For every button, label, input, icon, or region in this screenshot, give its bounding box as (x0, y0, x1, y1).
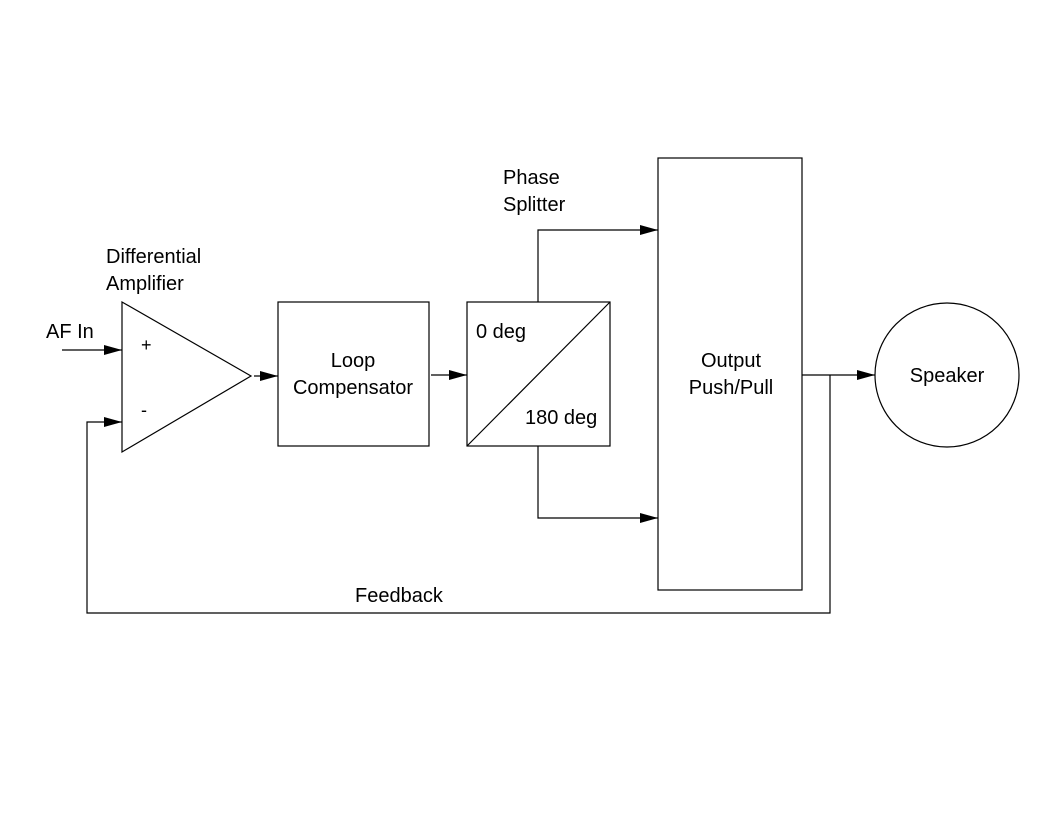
loop-comp-label-1: Loop (331, 350, 376, 372)
amplifier-triangle (121, 300, 253, 454)
splitter-diagonal (466, 301, 611, 447)
input-label: AF In (46, 321, 94, 343)
speaker-label: Speaker (910, 365, 985, 387)
loop-compensator: Loop Compensator (277, 301, 430, 447)
phase-splitter-label-2: Splitter (503, 194, 566, 216)
feedback-label: Feedback (355, 585, 444, 607)
output-stage: Output Push/Pull (657, 157, 803, 591)
phase-splitter: Phase Splitter 0 deg 180 deg (466, 167, 611, 447)
speaker: Speaker (874, 302, 1020, 448)
diff-amp-label-2: Amplifier (106, 273, 184, 295)
feedback-path (86, 375, 831, 614)
zero-deg-label: 0 deg (476, 321, 526, 343)
phase-splitter-label-1: Phase (503, 167, 560, 189)
loop-comp-label-2: Compensator (293, 377, 413, 399)
speaker-circle (874, 302, 1020, 448)
diff-amp-label-1: Differential (106, 246, 201, 268)
differential-amplifier: Differential Amplifier + - (106, 246, 253, 454)
plus-sign: + (141, 335, 152, 355)
splitter-bottom-output-arrow (537, 446, 658, 523)
loop-compensator-box (277, 301, 430, 447)
one-eighty-deg-label: 180 deg (525, 407, 597, 429)
minus-sign: - (141, 400, 147, 420)
splitter-top-output-arrow (537, 225, 658, 302)
output-label-2: Push/Pull (689, 377, 774, 399)
output-stage-box (657, 157, 803, 591)
output-label-1: Output (701, 350, 761, 372)
